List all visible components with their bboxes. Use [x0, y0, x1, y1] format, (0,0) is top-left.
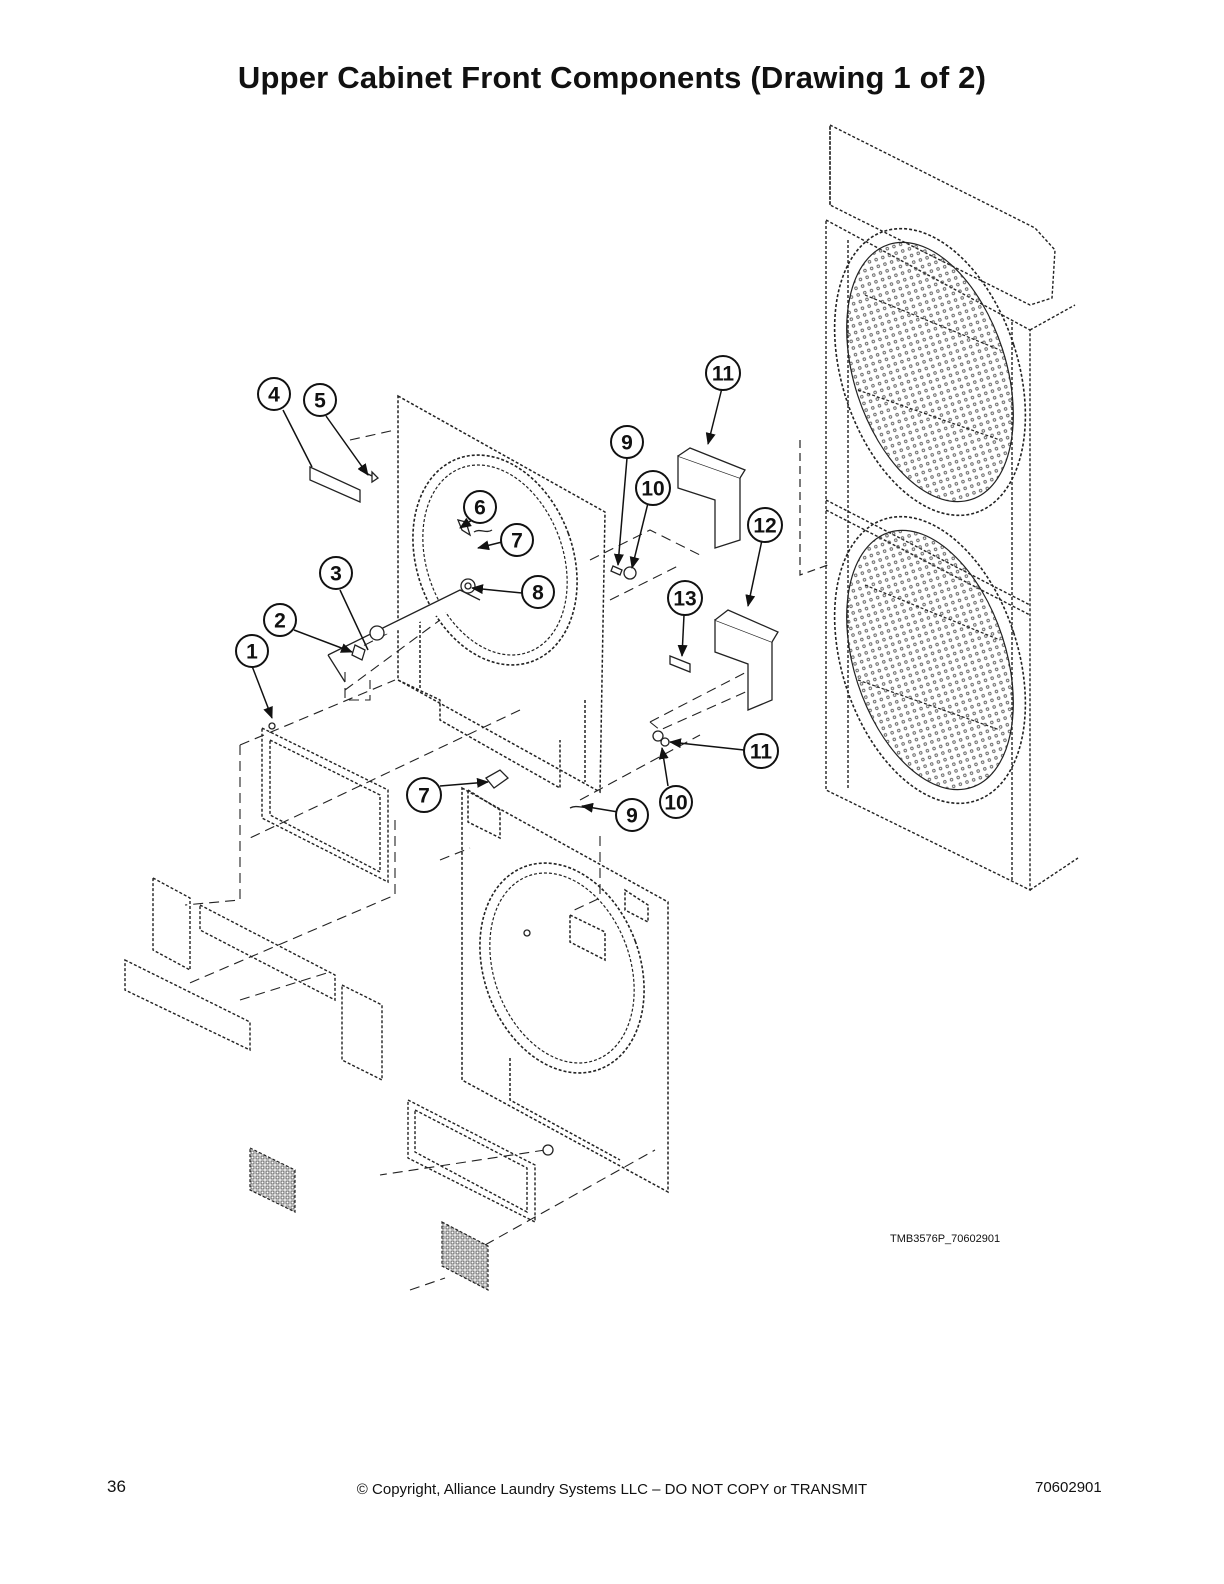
page-number: 36 — [107, 1477, 126, 1496]
callout-label: 8 — [532, 582, 544, 605]
cabinet-mount-line — [799, 440, 829, 576]
callouts — [235, 355, 783, 832]
part-5-screw — [359, 469, 380, 484]
callout-label: 3 — [330, 563, 342, 586]
part-7-spring — [473, 529, 493, 533]
callout-12 — [667, 580, 703, 616]
callout-label: 11 — [712, 363, 735, 386]
part-3-bracket — [327, 589, 481, 683]
callout-label: 10 — [664, 792, 687, 815]
part-1-screw — [268, 722, 276, 730]
callout-7b — [615, 798, 649, 832]
callout-label: 6 — [474, 497, 486, 520]
callout-4 — [257, 377, 291, 411]
callout-label: 1 — [246, 641, 258, 664]
callout-11b — [747, 507, 783, 543]
callout-5 — [303, 383, 337, 417]
leader-lines — [251, 387, 763, 813]
callout-label: 4 — [268, 384, 280, 407]
upper-dryer-drum — [833, 227, 1027, 517]
part-9-pin — [610, 565, 623, 576]
page-title: Upper Cabinet Front Components (Drawing … — [237, 60, 987, 95]
left-exploded-parts — [124, 726, 536, 1224]
callout-label: 11 — [750, 741, 773, 764]
document-number: 70602901 — [1035, 1479, 1102, 1496]
callout-label: 12 — [753, 515, 776, 538]
callout-label: 9 — [621, 432, 633, 455]
callout-6 — [463, 490, 497, 524]
upper-door-opening — [412, 454, 578, 666]
assembly-lines — [184, 429, 761, 1291]
part-10-magnet — [623, 566, 637, 580]
callout-9a — [610, 425, 644, 459]
callout-1 — [235, 634, 269, 668]
callout-2 — [263, 603, 297, 637]
upper-vent-grill — [250, 1270, 295, 1352]
callout-labels: 1 2 3 4 5 6 7 8 9 10 11 12 13 7 9 10 11 — [246, 363, 777, 828]
callout-7a — [500, 523, 534, 557]
part-12-strike — [669, 655, 691, 673]
figure-id: TMB3576P_70602901 — [890, 1233, 1001, 1245]
callout-10b — [743, 733, 779, 769]
callout-3 — [319, 556, 353, 590]
lower-door-opening — [479, 862, 645, 1074]
part-10-magnet-lower — [660, 737, 670, 747]
callout-8 — [521, 575, 555, 609]
part-9-pin-lower — [652, 730, 664, 742]
callout-10a — [635, 470, 671, 506]
callout-9b — [659, 785, 693, 819]
callout-label: 2 — [274, 610, 286, 633]
callout-label: 7 — [511, 530, 523, 553]
callout-label: 7 — [418, 785, 430, 808]
part-2-lock — [369, 625, 385, 641]
lower-dryer-drum — [833, 515, 1027, 805]
callout-label: 5 — [314, 390, 326, 413]
callout-label: 13 — [673, 588, 696, 611]
callout-label: 10 — [641, 478, 664, 501]
upper-front-panel — [397, 394, 606, 794]
lower-front-panel — [461, 786, 669, 1194]
copyright-notice: © Copyright, Alliance Laundry Systems LL… — [356, 1481, 868, 1498]
callout-11a — [705, 355, 741, 391]
vent-grill-upper — [249, 1147, 296, 1213]
part-4-label-strip — [309, 465, 361, 503]
callout-13 — [406, 777, 442, 813]
callout-label: 9 — [626, 805, 638, 828]
part-13-latch — [485, 769, 510, 789]
vent-grill-lower — [441, 1221, 489, 1291]
